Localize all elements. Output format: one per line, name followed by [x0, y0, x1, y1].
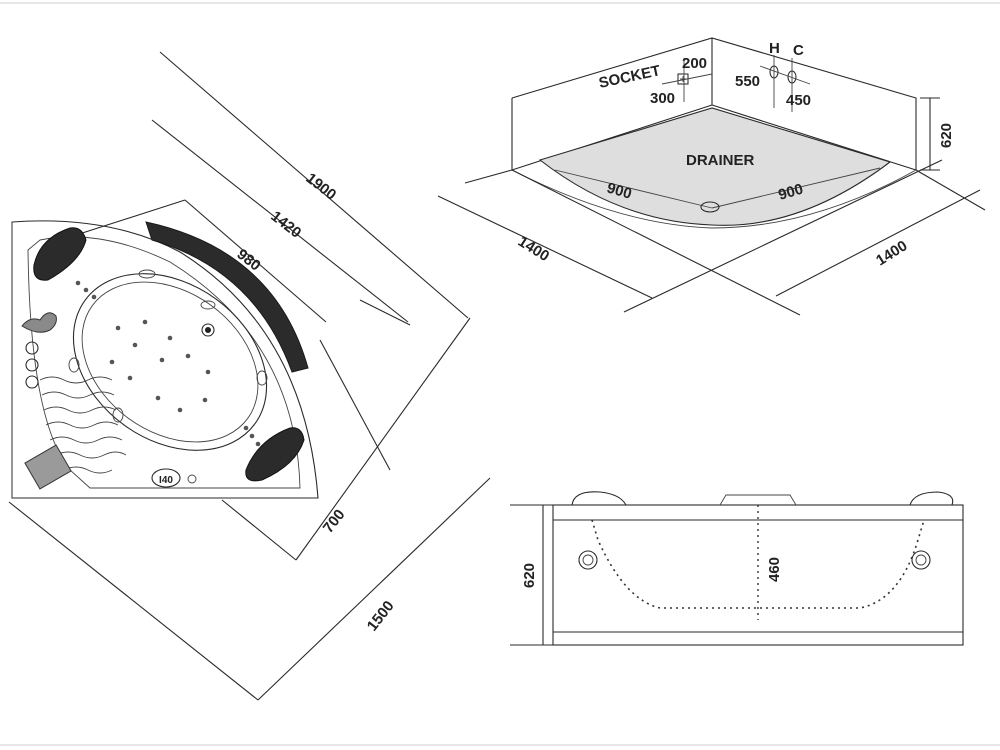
jet — [255, 441, 261, 447]
jet — [91, 294, 97, 300]
wall-jet — [112, 407, 124, 423]
inner-basin — [72, 273, 268, 451]
dim-label-1500: 1500 — [364, 598, 398, 635]
tub-front-curve — [511, 169, 917, 229]
dim-label-450: 450 — [786, 92, 811, 109]
model-badge-text: I40 — [159, 475, 173, 486]
floor-drain — [700, 201, 720, 213]
floor-line-left — [554, 169, 713, 209]
dim-label-900-right: 900 — [776, 181, 805, 204]
basin-jets — [109, 319, 211, 413]
dim-label-300: 300 — [650, 90, 675, 107]
control-panel — [24, 444, 72, 490]
knob-1 — [25, 341, 39, 355]
wall-jet — [138, 269, 156, 279]
knob-2 — [25, 358, 39, 372]
dim-label-550: 550 — [735, 73, 760, 90]
side-jet-right-inner — [915, 554, 927, 566]
basin-drain — [201, 323, 215, 337]
dim-line-980 — [184, 199, 327, 323]
dim-label-620-side: 620 — [521, 563, 538, 588]
pipe-guide-h — [759, 65, 811, 85]
iso-wall-top — [511, 37, 917, 170]
inner-basin-profile — [591, 519, 925, 609]
drain-floor — [538, 107, 892, 226]
side-pillow-right — [909, 491, 954, 506]
tub-rim — [27, 236, 301, 489]
dim-line-1500 — [8, 501, 259, 701]
dim-label-200: 200 — [682, 55, 707, 72]
iso-view: SOCKET DRAINER H C 200 300 550 450 620 9… — [437, 37, 986, 316]
dim-label-900-left: 900 — [605, 180, 634, 203]
side-jet-left — [578, 550, 598, 570]
dim-label-1400-left: 1400 — [515, 233, 552, 265]
socket-guide-h — [661, 73, 713, 85]
wall-jet — [200, 300, 216, 310]
dim-extension-1500 — [257, 477, 491, 701]
iso-dim-line-right — [511, 169, 801, 316]
wall-jet — [256, 370, 268, 386]
side-jet-left-inner — [582, 554, 594, 566]
top-view: I40 1900 1420 980 700 1500 — [8, 51, 491, 701]
tub-outer-shell — [11, 220, 319, 499]
dim-extension-1420 — [359, 299, 411, 326]
model-badge — [151, 468, 181, 488]
headrest-pillow-right — [245, 427, 305, 482]
basin-drain-center — [205, 327, 211, 333]
dim-label-1420: 1420 — [268, 208, 305, 242]
knob-3 — [25, 375, 39, 389]
socket-label: SOCKET — [597, 62, 662, 92]
iso-dim-line-1400b — [775, 189, 981, 297]
dim-line-1420 — [151, 119, 409, 323]
hot-label: H — [769, 40, 780, 57]
iso-dim-line-left — [437, 195, 653, 299]
cold-label: C — [793, 42, 804, 59]
floor-line-right — [711, 167, 881, 209]
iso-extension-right — [623, 159, 943, 313]
wall-jet — [68, 357, 80, 373]
jet — [83, 287, 89, 293]
dim-label-460: 460 — [766, 557, 783, 582]
drainer-label: DRAINER — [686, 152, 755, 169]
iso-extension-left — [464, 169, 513, 184]
dim-label-1900: 1900 — [303, 170, 340, 204]
armrest-band — [145, 221, 309, 373]
dim-extension-1900 — [295, 317, 471, 561]
tub-body — [552, 504, 964, 646]
inner-basin-edge — [81, 281, 259, 443]
headrest-pillow-left — [33, 227, 87, 281]
iso-extension-1400b — [915, 169, 986, 211]
side-faucet — [719, 494, 797, 506]
side-jet-right — [911, 550, 931, 570]
side-pillow-left — [571, 491, 627, 506]
jet — [75, 280, 81, 286]
dim-line-700 — [221, 499, 297, 561]
jet — [249, 433, 255, 439]
jet — [243, 425, 249, 431]
faucet — [21, 312, 57, 333]
dim-label-620-iso: 620 — [938, 123, 955, 148]
side-view: 620 460 — [510, 491, 964, 646]
dim-line-1900 — [159, 51, 469, 319]
dim-extension-700 — [319, 339, 391, 471]
seat-wave-lines — [39, 376, 127, 474]
dim-label-700: 700 — [320, 506, 349, 536]
small-button — [187, 474, 197, 484]
